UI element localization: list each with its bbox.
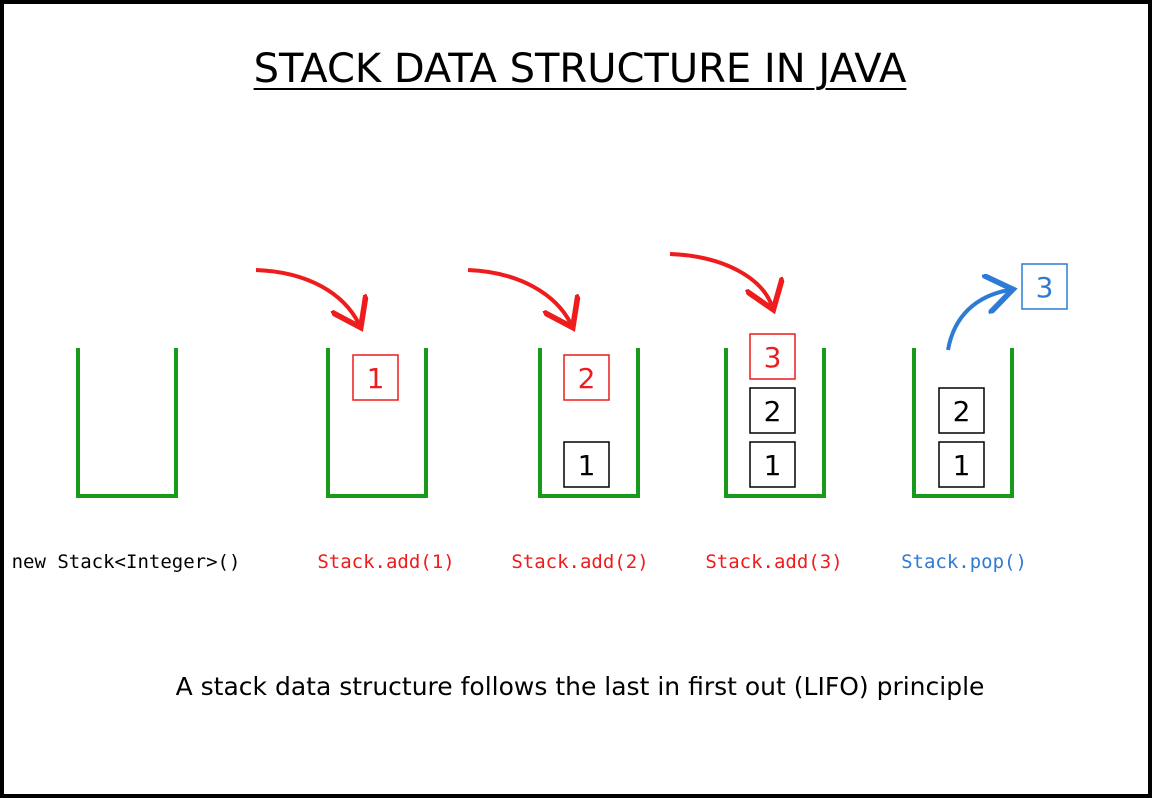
- push-arrow: [255, 268, 359, 324]
- page-title-text: STACK DATA STRUCTURE IN JAVA: [253, 46, 907, 92]
- stack-container: [912, 348, 1014, 498]
- outgoing-element-value: 3: [1036, 271, 1054, 304]
- code-label: Stack.add(3): [705, 551, 842, 573]
- stack-container: [76, 348, 178, 498]
- step-pop: 3 2 1 Stack.pop(): [901, 263, 1068, 573]
- push-arrow: [669, 252, 772, 306]
- stack-element-value: 2: [764, 395, 782, 428]
- incoming-element-value: 3: [764, 341, 782, 374]
- page-title: STACK DATA STRUCTURE IN JAVA: [4, 46, 1152, 92]
- stack-element-value: 1: [764, 449, 782, 482]
- incoming-element-value: 2: [578, 362, 596, 395]
- caption: A stack data structure follows the last …: [175, 672, 985, 701]
- stack-element-box: [749, 387, 796, 434]
- stack-diagram: new Stack<Integer>() 1 Stack.add(1) 2 1 …: [12, 252, 1068, 573]
- stack-element-value: 1: [578, 449, 596, 482]
- step-add-2: 2 1 Stack.add(2): [467, 268, 649, 573]
- stack-container: [724, 348, 826, 498]
- stack-container: [326, 348, 428, 498]
- incoming-element-box: [749, 333, 796, 380]
- stack-element-box: [749, 441, 796, 488]
- code-label: new Stack<Integer>(): [12, 551, 241, 573]
- step-add-3: 3 2 1 Stack.add(3): [669, 252, 843, 573]
- incoming-element-box: [563, 354, 610, 401]
- code-label: Stack.pop(): [901, 551, 1027, 573]
- step-new-stack: new Stack<Integer>(): [12, 348, 241, 573]
- code-label: Stack.add(2): [511, 551, 648, 573]
- outgoing-element-box: [1021, 263, 1068, 310]
- stack-element-box: [938, 387, 985, 434]
- incoming-element-value: 1: [367, 362, 385, 395]
- code-label: Stack.add(1): [317, 551, 454, 573]
- incoming-element-box: [352, 354, 399, 401]
- pop-arrow: [946, 290, 1009, 351]
- stack-element-value: 1: [953, 449, 971, 482]
- stack-element-box: [938, 441, 985, 488]
- stack-element-box: [563, 441, 610, 488]
- push-arrow: [467, 268, 571, 324]
- step-add-1: 1 Stack.add(1): [255, 268, 455, 573]
- stack-container: [538, 348, 640, 498]
- stack-element-value: 2: [953, 395, 971, 428]
